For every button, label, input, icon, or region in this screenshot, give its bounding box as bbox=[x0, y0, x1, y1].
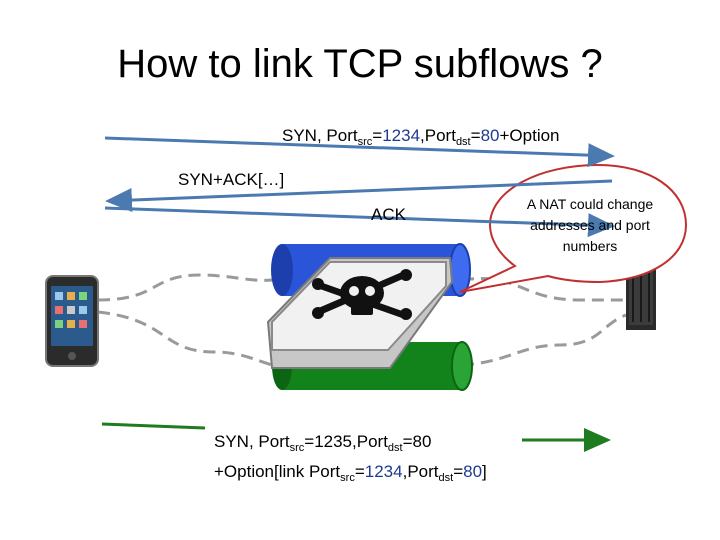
synack-label: SYN+ACK[…] bbox=[178, 170, 284, 190]
dst-subscript: dst bbox=[456, 136, 471, 148]
arrow-syn2-left bbox=[102, 424, 205, 428]
dst-port-value: 80 bbox=[463, 462, 482, 481]
src-subscript: src bbox=[358, 136, 373, 148]
src-port-value: 1234 bbox=[365, 462, 403, 481]
syn-text: SYN, Port bbox=[282, 126, 358, 145]
smartphone-icon bbox=[46, 276, 98, 366]
src-port-text: =1235,Port bbox=[304, 432, 388, 451]
dst-port-text: =80 bbox=[403, 432, 432, 451]
link-phone-top bbox=[98, 275, 272, 300]
link-server-bottom bbox=[462, 315, 626, 365]
syn2-line1: SYN, Portsrc=1235,Portdst=80 bbox=[214, 430, 487, 460]
src-subscript: src bbox=[290, 442, 305, 454]
syn2-label: SYN, Portsrc=1235,Portdst=80 +Option[lin… bbox=[214, 430, 487, 490]
dst-subscript: dst bbox=[388, 442, 403, 454]
callout-text: A NAT could change addresses and port nu… bbox=[510, 194, 670, 257]
option-link-text: +Option[link Port bbox=[214, 462, 340, 481]
dst-port-value: 80 bbox=[481, 126, 500, 145]
src-subscript: src bbox=[340, 472, 355, 484]
port-sep: ,Port bbox=[403, 462, 439, 481]
eq-sign: = bbox=[355, 462, 365, 481]
src-port-value: 1234 bbox=[382, 126, 420, 145]
eq-sign: = bbox=[471, 126, 481, 145]
syn2-line2: +Option[link Portsrc=1234,Portdst=80] bbox=[214, 460, 487, 490]
eq-sign: = bbox=[453, 462, 463, 481]
link-phone-bottom bbox=[98, 312, 272, 365]
syn-text: SYN, Port bbox=[214, 432, 290, 451]
dst-subscript: dst bbox=[439, 472, 454, 484]
port-sep: ,Port bbox=[420, 126, 456, 145]
close-bracket: ] bbox=[482, 462, 487, 481]
syn-label: SYN, Portsrc=1234,Portdst=80+Option bbox=[282, 126, 560, 148]
ack-label: ACK bbox=[371, 205, 406, 225]
eq-sign: = bbox=[372, 126, 382, 145]
option-text: +Option bbox=[499, 126, 559, 145]
